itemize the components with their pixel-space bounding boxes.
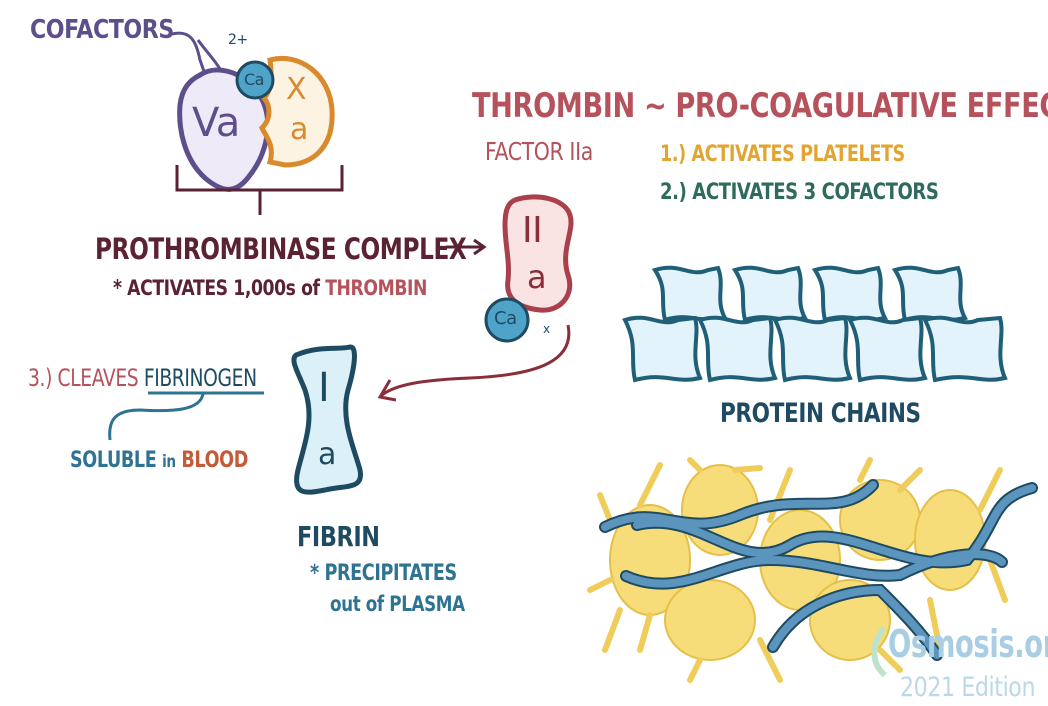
cleaves-fibrinogen: 3.) CLEAVES FIBRINOGEN <box>28 364 257 392</box>
calcium-label: Ca <box>244 70 264 89</box>
ia-label-bottom: a <box>318 437 336 472</box>
thrombin-highlight: THROMBIN <box>325 276 428 300</box>
soluble-in-blood: SOLUBLE in BLOOD <box>70 448 248 473</box>
watermark-brand: Osmosis.org <box>888 622 1048 666</box>
chain-block <box>651 265 729 323</box>
chain-block <box>772 315 853 383</box>
fibrin-note-line2: out of PLASMA <box>330 592 465 616</box>
calcium-ion-circle <box>235 60 275 100</box>
thrombin-calcium-mark: x <box>543 322 550 336</box>
complex-bracket <box>175 165 344 215</box>
iia-label-top: II <box>522 210 543 251</box>
factor-va-label: Va <box>192 100 240 146</box>
thrombin-title: THROMBIN ~ PRO-COAGULATIVE EFFECTS <box>472 86 1048 126</box>
cleaves-text: 3.) CLEAVES <box>28 364 144 392</box>
chain-block <box>731 265 809 323</box>
curved-arrow-icon <box>377 324 571 402</box>
effect-activates-cofactors: 2.) ACTIVATES 3 COFACTORS <box>660 180 939 205</box>
fibrin-strand <box>601 481 877 531</box>
watermark-edition: 2021 Edition <box>900 672 1036 703</box>
ia-label-top: I <box>318 365 330 411</box>
chain-block <box>847 315 928 383</box>
effect-activates-platelets: 1.) ACTIVATES PLATELETS <box>660 142 905 167</box>
calcium-charge: 2+ <box>228 32 248 48</box>
osmosis-logo-icon <box>871 626 888 678</box>
soluble-text: SOLUBLE <box>70 448 157 473</box>
factor-xa-shape <box>259 56 335 168</box>
factor-iia-subtitle: FACTOR IIa <box>485 137 593 166</box>
prothrombinase-note-text: * ACTIVATES 1,000s of <box>113 276 326 300</box>
fibrin-ia-shape <box>291 344 363 495</box>
fibrin-strands <box>599 479 1038 661</box>
fibrinogen-highlight: FIBRINOGEN <box>143 364 257 392</box>
thrombin-calcium-circle <box>484 297 530 343</box>
fibrin-title: FIBRIN <box>297 520 380 553</box>
factor-xa-label-x: X <box>286 72 307 107</box>
fibrin-strand <box>622 550 1006 588</box>
arrow-right-icon <box>446 238 487 256</box>
fibrin-strand <box>633 484 1036 567</box>
iia-label-bottom: a <box>527 258 547 296</box>
thrombin-iia-shape <box>502 194 574 313</box>
cofactors-label: COFACTORS <box>30 15 174 45</box>
thrombin-calcium-label: Ca <box>494 308 517 329</box>
factor-xa-label-a: a <box>290 112 308 147</box>
platelet-processes <box>587 457 1008 683</box>
chain-block <box>891 265 969 323</box>
chain-block <box>622 315 703 383</box>
blood-text: BLOOD <box>181 448 248 473</box>
chain-block <box>697 315 778 383</box>
chain-block <box>811 265 889 323</box>
prothrombinase-title: PROTHROMBINASE COMPLEX <box>95 232 467 266</box>
in-text: in <box>162 452 176 472</box>
platelet <box>664 579 756 661</box>
prothrombinase-note: * ACTIVATES 1,000s of THROMBIN <box>113 276 427 300</box>
chain-block <box>922 315 1008 383</box>
fibrinogen-underline <box>108 391 264 441</box>
protein-chain-blocks <box>622 265 1008 383</box>
fibrin-note-line1: * PRECIPITATES <box>310 561 457 586</box>
protein-chains-label: PROTEIN CHAINS <box>720 398 921 429</box>
fibrin-strand <box>769 585 941 659</box>
